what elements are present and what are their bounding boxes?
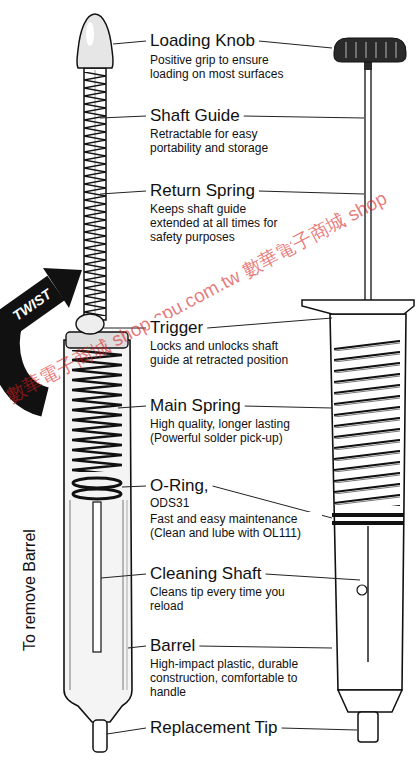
part-description: High-impact plastic, durable constructio… [150, 657, 322, 699]
left-pump-part [73, 478, 121, 488]
leader-line [266, 574, 360, 580]
leader-line [100, 116, 146, 118]
right-pump-part [330, 314, 406, 690]
part-description: Retractable for easy portability and sto… [150, 127, 310, 155]
left-pump-part [70, 500, 71, 690]
leader-line [259, 191, 364, 194]
left-pump-part [77, 14, 113, 68]
side-note: To remove Barrel [21, 529, 40, 651]
part-description: Fast and easy maintenance (Clean and lub… [150, 512, 322, 540]
right-pump-part [338, 690, 402, 712]
leader-line [207, 318, 332, 328]
left-pump-part [73, 489, 121, 499]
left-pump-part [93, 720, 107, 752]
left-pump-part [127, 500, 128, 690]
part-description: Cleans tip every time you reload [150, 585, 310, 613]
right-pump-part [355, 42, 357, 58]
part-name: Replacement Tip [150, 718, 278, 738]
leader-line [199, 646, 332, 648]
right-pump-part [345, 42, 347, 58]
leader-line [101, 574, 146, 578]
leader-line [118, 406, 146, 408]
left-pump [64, 14, 132, 752]
right-pump-part [357, 585, 367, 595]
part-name: Trigger [150, 318, 203, 338]
right-pump-part [334, 340, 400, 506]
leader-line [259, 41, 332, 48]
right-pump [302, 38, 414, 742]
right-pump-part [302, 300, 414, 314]
part-name: O-Ring, [150, 476, 209, 496]
right-pump-part [334, 38, 406, 62]
part-name: Barrel [150, 636, 195, 656]
left-pump-part [64, 340, 132, 722]
right-pump-part [358, 712, 378, 742]
part-number: ODS31 [150, 496, 189, 510]
leader-line [113, 41, 146, 44]
part-name: Main Spring [150, 396, 241, 416]
right-pump-part [365, 68, 371, 302]
left-pump-part [93, 502, 101, 652]
part-description: Locks and unlocks shaft guide at retract… [150, 339, 310, 367]
leader-line [122, 486, 146, 488]
leader-line [282, 728, 357, 730]
right-pump-part [367, 526, 368, 662]
leader-line [100, 191, 146, 194]
part-description: Keeps shaft guide extended at all times … [150, 202, 290, 244]
right-pump-part [365, 42, 367, 58]
left-pump-part [123, 500, 124, 690]
leader-line [128, 646, 146, 648]
right-pump-part [332, 513, 404, 517]
part-name: Cleaning Shaft [150, 564, 262, 584]
part-name: Shaft Guide [150, 106, 240, 126]
part-description: High quality, longer lasting (Powerful s… [150, 417, 322, 445]
part-name: Loading Knob [150, 31, 255, 51]
leader-line [245, 406, 332, 408]
left-pump-part [86, 22, 94, 46]
part-description: Positive grip to ensure loading on most … [150, 53, 310, 81]
right-pump-part [395, 42, 397, 58]
right-pump-part [332, 521, 404, 525]
leader-line [244, 116, 364, 118]
leader-line [107, 728, 146, 734]
arrow-label: TWIST [9, 286, 54, 325]
right-pump-part [385, 42, 387, 58]
left-pump-part [76, 314, 104, 334]
part-name: Return Spring [150, 181, 255, 201]
right-pump-part [375, 42, 377, 58]
